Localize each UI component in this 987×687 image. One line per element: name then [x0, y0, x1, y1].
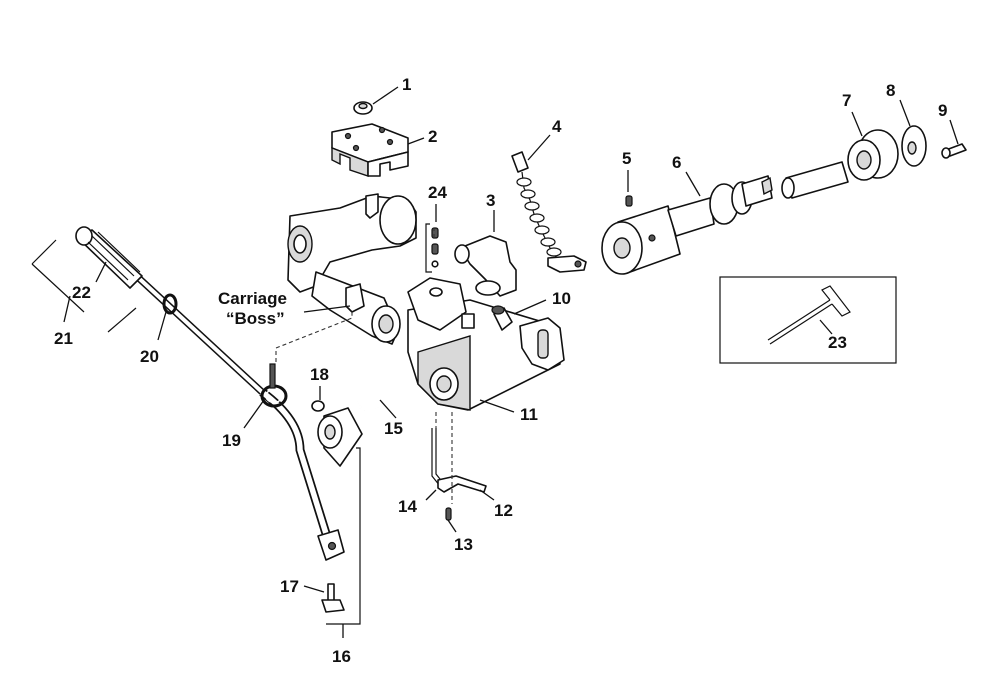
callout-4: 4: [552, 117, 562, 136]
part-7-collar: [847, 111, 899, 181]
handle-lever: [127, 267, 345, 561]
leader-13: [447, 519, 457, 533]
part-13-screw: [445, 507, 452, 521]
part-8-washer: [899, 99, 927, 167]
part-4-coolant-hose: [511, 134, 587, 273]
callout-24: 24: [428, 183, 447, 202]
callout-labels: 1 2 3 4 5 6 7 8 9 10 11 12 13 14 15 16 1…: [54, 75, 947, 666]
part-18-pin: [311, 386, 325, 412]
callout-14: 14: [398, 497, 417, 516]
callout-13: 13: [454, 535, 473, 554]
leader-19: [243, 399, 265, 429]
callout-10: 10: [552, 289, 571, 308]
callout-21: 21: [54, 329, 73, 348]
callout-17: 17: [280, 577, 299, 596]
callout-19: 19: [222, 431, 241, 450]
part-9-screw: [941, 119, 967, 159]
callout-2: 2: [428, 127, 437, 146]
bracket-16: [326, 447, 361, 638]
callout-23: 23: [828, 333, 847, 352]
callout-5: 5: [622, 149, 631, 168]
part-11-carriage: [287, 193, 565, 413]
part-10-bolt: [491, 299, 547, 331]
callout-18: 18: [310, 365, 329, 384]
part-24-screws: [425, 223, 439, 273]
callout-22: 22: [72, 283, 91, 302]
part-5-set-screw: [625, 195, 633, 207]
carriage-boss-label-line2: “Boss”: [226, 309, 285, 328]
part-6-shaft: [601, 171, 773, 275]
leader-carriage-boss: [303, 305, 351, 313]
part-15-u-bolt: [354, 368, 397, 419]
callout-7: 7: [842, 91, 851, 110]
part-2-clamp-block: [331, 123, 425, 177]
callout-16: 16: [332, 647, 351, 666]
callout-1: 1: [402, 75, 411, 94]
callout-20: 20: [140, 347, 159, 366]
part-3-bracket: [454, 210, 517, 297]
callout-11: 11: [520, 405, 538, 424]
part-1-nut: [353, 86, 399, 115]
leader-20: [157, 311, 167, 341]
shaft-pin: [781, 161, 849, 199]
callout-3: 3: [486, 191, 495, 210]
part-22-grip: [75, 226, 143, 289]
assembly-lines: [275, 228, 453, 504]
leader-22: [95, 261, 107, 283]
callout-6: 6: [672, 153, 681, 172]
callout-12: 12: [494, 501, 513, 520]
eccentric-block: [317, 407, 363, 467]
part-17-bolt: [303, 583, 345, 613]
part-14-stud: [431, 428, 445, 487]
carriage-boss-label-line1: Carriage: [218, 289, 287, 308]
part-12-wrench: [425, 475, 495, 501]
bracket-21: [31, 239, 137, 333]
part-23-hex-key-box: [719, 276, 897, 364]
callout-8: 8: [886, 81, 895, 100]
callout-9: 9: [938, 101, 947, 120]
callout-15: 15: [384, 419, 403, 438]
